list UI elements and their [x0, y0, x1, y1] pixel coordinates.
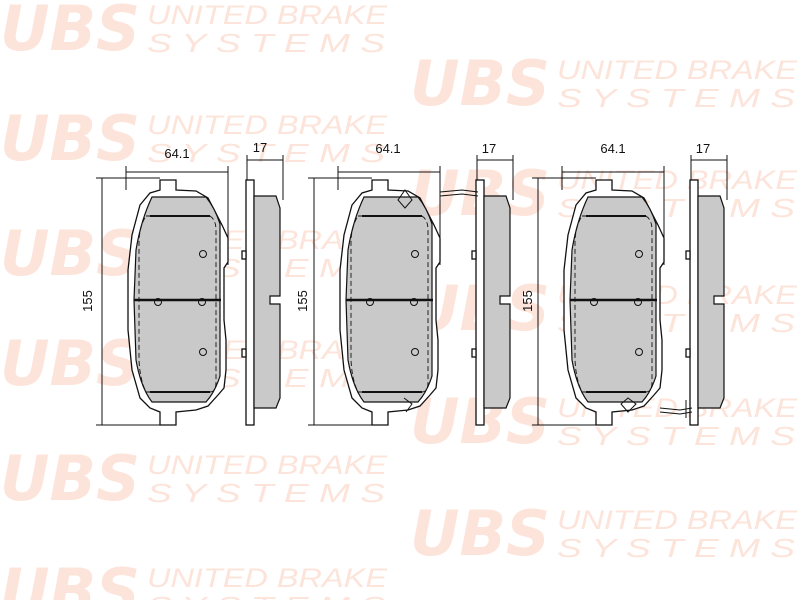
- pad-2-view: 64.1 155 17: [295, 141, 514, 427]
- wear-sensor-wire: [439, 189, 479, 197]
- pad-3-front-view: [530, 164, 666, 427]
- pad-1-side-view: [241, 154, 284, 426]
- pad-2-thickness-label: 17: [482, 141, 496, 156]
- pad-3-thickness-label: 17: [696, 141, 710, 156]
- pad-1-view: 64.1 155 17: [80, 140, 284, 427]
- pad-3-width-label: 64.1: [600, 141, 625, 156]
- watermark-logo: UBS: [0, 0, 140, 65]
- watermark-line2: S Y S T E M S: [147, 28, 386, 58]
- watermark: UBS UNITED BRAKE S Y S T E M S: [0, 0, 388, 65]
- pad-1-thickness-label: 17: [253, 140, 267, 155]
- pad-3-view: 64.1 155 17: [520, 141, 728, 427]
- pad-2-height-label: 155: [295, 290, 310, 312]
- wear-sensor-wire: [659, 400, 693, 418]
- watermark-line1: UNITED BRAKE: [147, 0, 388, 30]
- pad-2-width-label: 64.1: [375, 141, 400, 156]
- wear-clip: [620, 397, 637, 413]
- pad-3-height-label: 155: [520, 290, 535, 312]
- wear-clip: [397, 189, 413, 209]
- pad-2-clip-bottom: [403, 397, 413, 413]
- pad-1-width-label: 64.1: [164, 146, 189, 161]
- pad-1-height-label: 155: [80, 290, 95, 312]
